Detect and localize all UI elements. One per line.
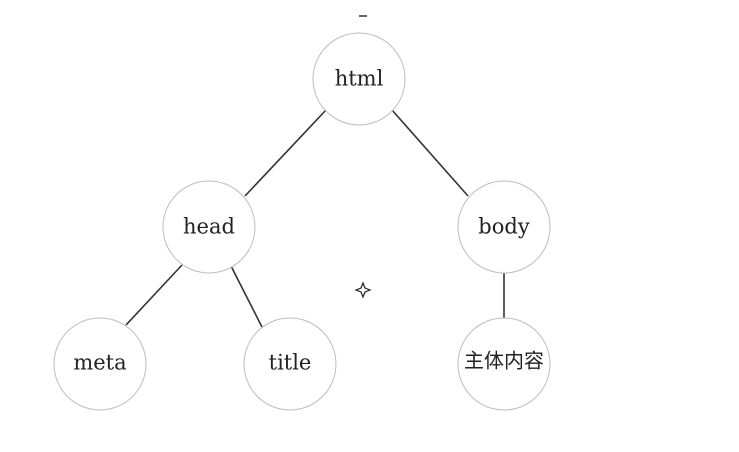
node-title: title <box>243 317 337 411</box>
node-content-label: 主体内容 <box>464 349 544 373</box>
node-meta-circle <box>53 317 147 411</box>
node-meta-label: meta <box>73 351 126 375</box>
node-body-circle <box>457 180 551 274</box>
edge-html-head <box>244 109 327 197</box>
edges <box>125 109 505 328</box>
node-head-label: head <box>183 215 235 239</box>
node-meta: meta <box>53 317 147 411</box>
node-html-circle <box>312 32 406 126</box>
node-html-label: html <box>335 67 384 91</box>
node-body-label: body <box>478 215 530 239</box>
node-head: head <box>162 180 256 274</box>
move-cursor-icon <box>354 281 372 299</box>
node-head-circle <box>162 180 256 274</box>
node-title-label: title <box>269 351 312 375</box>
edge-head-title <box>230 265 263 328</box>
edge-head-meta <box>125 264 183 326</box>
node-body: body <box>457 180 551 274</box>
node-content-circle <box>457 317 551 411</box>
node-title-circle <box>243 317 337 411</box>
edge-html-body <box>391 109 469 197</box>
node-html: html <box>312 32 406 126</box>
node-content: 主体内容 <box>457 317 551 411</box>
